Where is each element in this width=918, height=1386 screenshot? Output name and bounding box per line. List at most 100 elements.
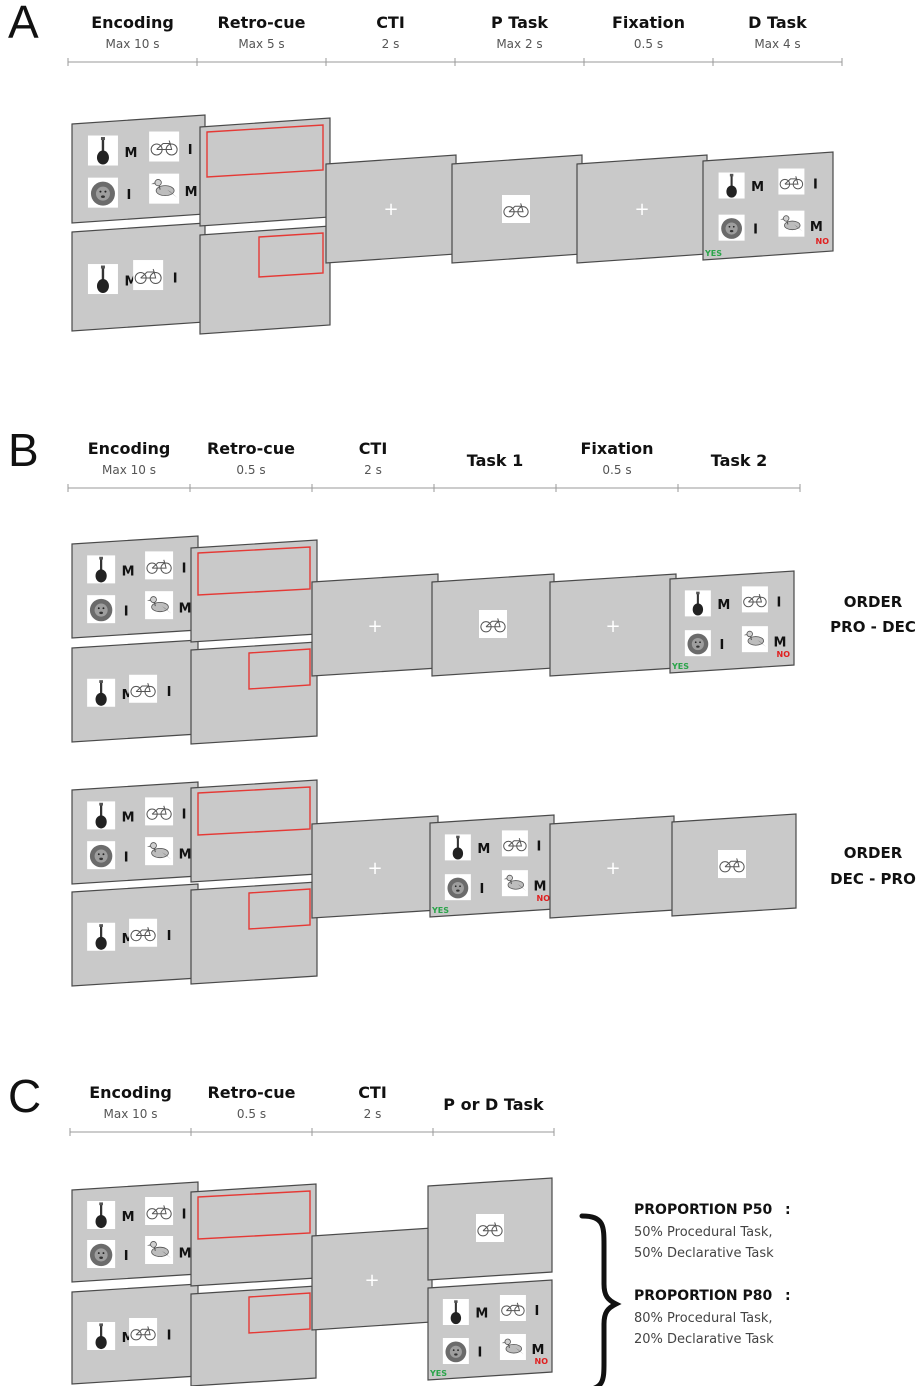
- retro-cue-screen-full: [190, 1183, 317, 1287]
- stimulus-letter: I: [776, 596, 781, 611]
- phase-name: CTI: [376, 13, 405, 32]
- proportion-line: 80% Procedural Task,: [634, 1311, 773, 1326]
- stimulus-letter: M: [179, 1246, 192, 1261]
- phase-duration: Max 5 s: [238, 37, 284, 51]
- no-response-label: NO: [537, 894, 551, 903]
- guitar-icon: [87, 264, 118, 295]
- screen-surface: [190, 539, 318, 643]
- yes-response-label: YES: [431, 906, 449, 915]
- phase-name: Task 2: [711, 451, 768, 470]
- no-response-label: NO: [816, 237, 830, 246]
- bicycle-icon: [499, 1295, 526, 1321]
- phase-duration: 2 s: [364, 463, 382, 477]
- guitar-icon: [87, 922, 116, 951]
- stimulus-letter: I: [753, 222, 758, 237]
- stimulus-letter: I: [479, 882, 484, 897]
- phase-name: Encoding: [89, 1083, 172, 1102]
- phase-duration: Max 10 s: [102, 463, 156, 477]
- stimulus-letter: I: [124, 850, 129, 865]
- bicycle-icon: [778, 168, 805, 195]
- stimulus-letter: M: [531, 1343, 544, 1358]
- stimulus-letter: I: [536, 840, 541, 855]
- retro-cue-frame: [197, 1190, 311, 1240]
- bird-icon: [145, 591, 174, 620]
- bird-icon: [145, 837, 174, 866]
- stimulus-letter: M: [122, 811, 135, 826]
- phase-name: Fixation: [612, 13, 685, 32]
- retro-cue-screen-partial: [190, 641, 318, 745]
- stimulus-letter: M: [179, 602, 192, 617]
- panel-label: C: [8, 1070, 41, 1122]
- stimulus-letter: I: [188, 143, 193, 158]
- bicycle-icon: [741, 586, 768, 613]
- screen-surface: [190, 881, 318, 985]
- stimulus-letter: I: [719, 638, 724, 653]
- bird-icon: [501, 870, 528, 897]
- proportion-title: PROPORTION P80: [634, 1288, 773, 1304]
- phase-name: Task 1: [467, 451, 524, 470]
- retro-cue-frame: [248, 888, 311, 930]
- stimulus-letter: M: [122, 1210, 135, 1225]
- bicycle-icon: [129, 918, 158, 947]
- screen-surface: [427, 1279, 553, 1381]
- screen-surface: [199, 117, 331, 227]
- screen-surface: [190, 1183, 317, 1287]
- guitar-icon: [684, 590, 711, 617]
- fixation-cross: +: [367, 858, 382, 879]
- bird-icon: [145, 1236, 174, 1264]
- fixation-screen: +: [549, 573, 677, 677]
- guitar-icon: [87, 555, 116, 584]
- guitar-icon: [444, 834, 471, 861]
- lion-icon: [684, 630, 711, 657]
- bird-icon: [499, 1334, 526, 1360]
- stimulus-letter: I: [173, 272, 178, 287]
- order-label: ORDER: [844, 844, 903, 862]
- screen-surface: [429, 814, 555, 918]
- stimulus-letter: M: [751, 180, 764, 195]
- stimulus-letter: I: [477, 1346, 482, 1361]
- colon: :: [785, 1288, 791, 1304]
- no-response-label: NO: [777, 650, 791, 659]
- stimulus-letter: I: [167, 685, 172, 700]
- stimulus-letter: I: [167, 1328, 172, 1343]
- bird-icon: [778, 210, 805, 237]
- bicycle-icon: [133, 260, 164, 291]
- retro-cue-screen-partial: [199, 225, 331, 335]
- yes-response-label: YES: [704, 249, 722, 258]
- cti-screen: +: [311, 1227, 433, 1331]
- no-response-label: NO: [535, 1357, 549, 1366]
- phase-duration: 2 s: [364, 1107, 382, 1121]
- phase-name: D Task: [748, 13, 807, 32]
- stimulus-letter: I: [124, 1249, 129, 1264]
- guitar-icon: [87, 1322, 116, 1350]
- phase-duration: 0.5 s: [237, 1107, 266, 1121]
- bicycle-icon: [145, 1197, 174, 1225]
- proportion-line: 50% Declarative Task: [634, 1246, 774, 1261]
- cti-screen: +: [325, 154, 457, 264]
- phase-name: Retro-cue: [207, 439, 295, 458]
- stimulus-letter: M: [477, 842, 490, 857]
- bird-icon: [149, 173, 180, 204]
- guitar-icon: [87, 678, 116, 707]
- fixation-screen: +: [576, 154, 708, 264]
- guitar-icon: [442, 1299, 469, 1325]
- panel-label: A: [8, 0, 39, 48]
- phase-name: Encoding: [88, 439, 171, 458]
- stimulus-letter: I: [182, 562, 187, 577]
- lion-icon: [442, 1338, 469, 1364]
- retro-cue-screen-full: [190, 779, 318, 883]
- phase-name: CTI: [359, 439, 388, 458]
- cti-screen: +: [311, 815, 439, 919]
- fixation-cross: +: [364, 1270, 379, 1291]
- stimulus-letter: M: [122, 565, 135, 580]
- proportion-line: 50% Procedural Task,: [634, 1225, 773, 1240]
- fixation-cross: +: [367, 616, 382, 637]
- stimulus-letter: I: [127, 188, 132, 203]
- retro-cue-frame: [197, 546, 311, 596]
